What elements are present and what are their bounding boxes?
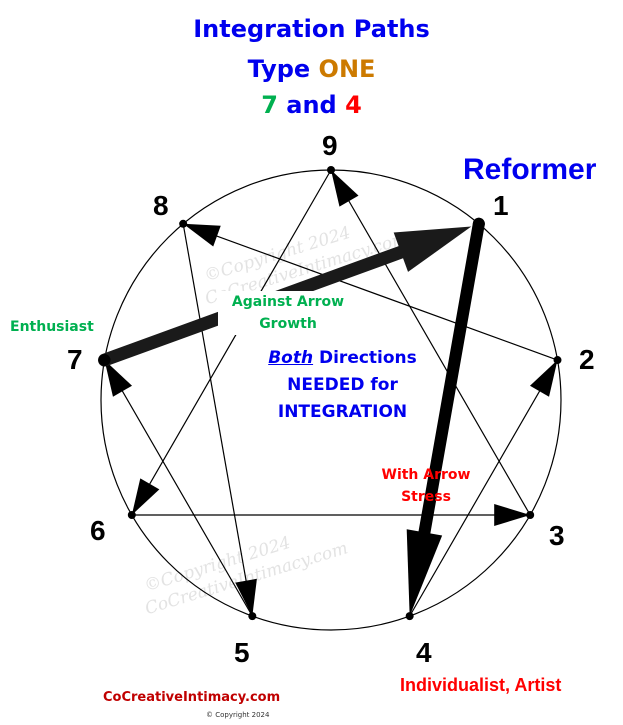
edges-group (97, 169, 559, 617)
title-text: Integration Paths (193, 15, 430, 43)
edge-9-to-6-arrowhead (131, 478, 160, 515)
type-name-enthusiast: Enthusiast (10, 319, 94, 335)
edge-3-to-9-arrowhead (331, 170, 359, 207)
edge-2-to-8-arrowhead (183, 223, 221, 247)
stress-label-line-2: Stress (401, 489, 451, 505)
point-label-3: 3 (549, 520, 565, 551)
center-note: Both Directions NEEDED for INTEGRATION (240, 345, 445, 426)
title-line-2: Type ONE (0, 52, 623, 86)
point-label-4: 4 (416, 637, 432, 668)
dots-group (98, 166, 562, 621)
growth-label: Against Arrow Growth (218, 291, 358, 335)
edge-3-to-9-line (330, 169, 531, 516)
and-text: and (277, 91, 346, 119)
point-dot-6 (127, 511, 136, 519)
edge-1-to-4-arrowhead (406, 529, 443, 617)
edge-9-to-6-line (131, 169, 332, 516)
point-dot-8 (179, 219, 188, 228)
point-dot-1 (472, 217, 485, 230)
point-dot-7 (98, 354, 111, 367)
edge-7-to-1-arrowhead (393, 226, 472, 272)
point-label-1: 1 (493, 190, 509, 221)
point-label-2: 2 (579, 344, 595, 375)
growth-label-line-1: Against Arrow (231, 294, 345, 310)
point-label-7: 7 (67, 344, 83, 375)
stress-number: 4 (345, 91, 362, 119)
type-name-individualist: Individualist, Artist (400, 675, 562, 695)
footer-site: CoCreativeIntimacy.com (103, 690, 281, 705)
edge-6-to-3-arrowhead (494, 504, 531, 526)
edge-8-to-5-line (182, 223, 253, 617)
edge-5-to-7-line (103, 359, 253, 617)
edge-1-to-4-shaft (418, 217, 485, 539)
edge-4-to-2-arrowhead (529, 360, 558, 397)
edge-8-to-5-arrowhead (235, 578, 257, 617)
point-dot-5 (248, 612, 257, 621)
point-label-6: 6 (90, 515, 106, 546)
edge-2-to-8-line (182, 223, 558, 361)
footer-copyright: © Copyright 2024 (206, 711, 270, 719)
point-dot-2 (553, 356, 562, 365)
center-note-line-1: Directions (313, 348, 417, 368)
point-dot-3 (526, 511, 535, 519)
type-name: ONE (318, 55, 376, 83)
growth-label-line-2: Growth (259, 316, 317, 332)
center-note-line-2: NEEDED for (287, 375, 398, 395)
stress-label: With Arrow Stress (366, 464, 486, 508)
point-label-9: 9 (322, 130, 338, 161)
title-line-1: Integration Paths (0, 12, 623, 46)
point-label-5: 5 (234, 637, 250, 668)
point-dot-9 (327, 166, 335, 174)
type-name-reformer: Reformer (463, 153, 597, 186)
point-dot-4 (405, 612, 414, 621)
center-note-line-3: INTEGRATION (277, 402, 408, 422)
title-line-3: 7 and 4 (0, 88, 623, 122)
edge-4-to-2-line (409, 359, 559, 617)
stress-label-line-1: With Arrow (381, 467, 471, 483)
growth-number: 7 (261, 91, 278, 119)
edge-5-to-7-arrowhead (104, 360, 133, 397)
point-label-8: 8 (153, 190, 169, 221)
type-prefix: Type (247, 55, 319, 83)
center-note-emphasis: Both (268, 348, 314, 368)
